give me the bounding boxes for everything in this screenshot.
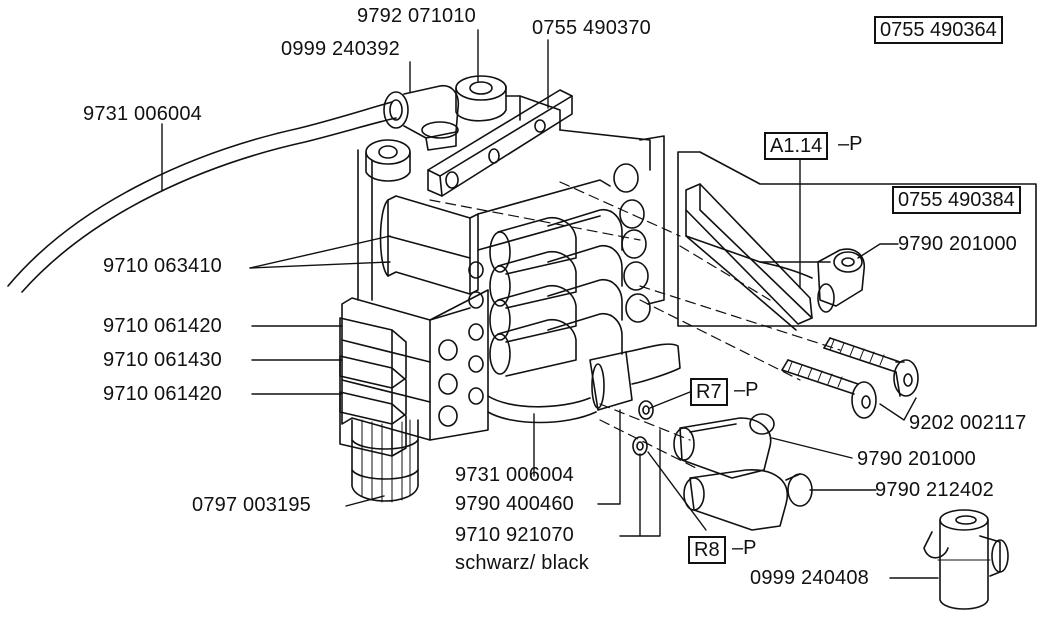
t-fitting-240408: [923, 509, 1009, 610]
plug-screw-top: [455, 75, 521, 122]
ref-a114-suffix: –P: [838, 133, 863, 155]
silencer: [351, 419, 419, 503]
leader-lines: [161, 29, 939, 579]
label-9710-921070: 9710 921070: [455, 524, 574, 546]
label-9731-006004-top: 9731 006004: [83, 103, 202, 125]
ref-a114-box: A1.14: [764, 132, 829, 160]
ref-a114-suffix-text: P: [849, 133, 863, 155]
elbow-fittings-stack: [489, 135, 665, 377]
label-0797-003195: 0797 003195: [192, 494, 311, 516]
label-9710-061430: 9710 061430: [103, 349, 222, 371]
label-0755-490384-boxed: 0755 490384: [892, 186, 1021, 214]
ref-r7-suffix: –P: [734, 379, 759, 401]
ref-r8-box: R8: [688, 536, 726, 564]
label-9790-212402: 9790 212402: [875, 479, 994, 501]
label-9710-061420-a: 9710 061420: [103, 315, 222, 337]
elbow-fitting-212402: [683, 469, 813, 531]
ref-r7-box: R7: [690, 378, 728, 406]
tube-upper: [7, 101, 397, 293]
label-0755-490370: 0755 490370: [532, 17, 651, 39]
label-9710-061420-b: 9710 061420: [103, 383, 222, 405]
ref-r7-suffix-text: P: [745, 379, 759, 401]
label-9790-201000: 9790 201000: [857, 448, 976, 470]
inset-frame: [677, 151, 1037, 327]
label-schwarz-black: schwarz/ black: [455, 552, 589, 574]
inset-elbow-fitting: [817, 248, 865, 313]
label-9792-071010: 9792 071010: [357, 5, 476, 27]
manifold-body: [339, 95, 651, 457]
plug-screw-left: [365, 139, 411, 182]
bracket-0755-490384: [685, 183, 831, 331]
mounting-rail: [427, 89, 573, 197]
label-0755-490364-boxed: 0755 490364: [874, 16, 1003, 44]
dashed-axis-lines: [429, 181, 841, 471]
screws: [781, 337, 919, 419]
ref-r8-suffix: –P: [732, 537, 757, 559]
label-9731-006004-bottom: 9731 006004: [455, 464, 574, 486]
ref-r8-suffix-text: P: [743, 537, 757, 559]
label-9710-063410: 9710 063410: [103, 255, 222, 277]
label-9790-400460: 9790 400460: [455, 493, 574, 515]
label-9202-002117: 9202 002117: [909, 412, 1027, 434]
small-plugs: [632, 400, 654, 456]
label-0999-240392: 0999 240392: [281, 38, 400, 60]
label-0999-240408: 0999 240408: [750, 567, 869, 589]
lower-tube: [487, 343, 681, 424]
elbow-fitting-201000: [673, 413, 775, 479]
label-9790-201000-inset: 9790 201000: [898, 233, 1017, 255]
